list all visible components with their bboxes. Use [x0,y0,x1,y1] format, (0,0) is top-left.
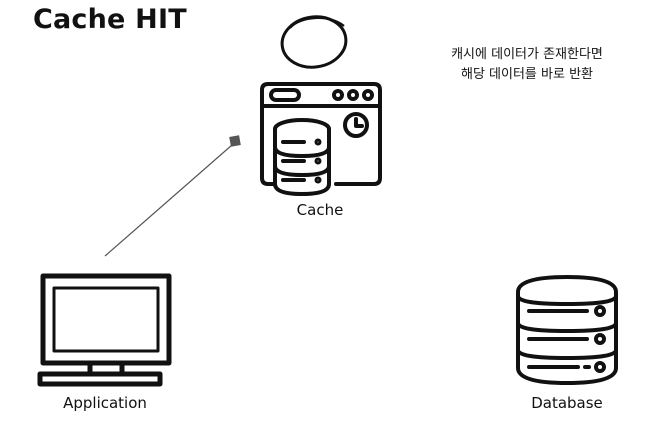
cache-hit-note: 캐시에 데이터가 존재한다면 해당 데이터를 바로 반환 [408,45,646,85]
cache-server-icon [260,82,382,196]
connector-app-to-cache [104,135,241,257]
application-label: Application [63,394,147,412]
diagram-title: Cache HIT [33,4,187,35]
desktop-monitor-icon [37,273,172,387]
note-line-2: 해당 데이터를 바로 반환 [461,67,593,82]
note-line-1: 캐시에 데이터가 존재한다면 [451,47,603,62]
database-icon [516,275,618,385]
cache-label: Cache [296,201,344,219]
database-label: Database [531,394,603,412]
sketch-circle-mark [280,15,348,69]
